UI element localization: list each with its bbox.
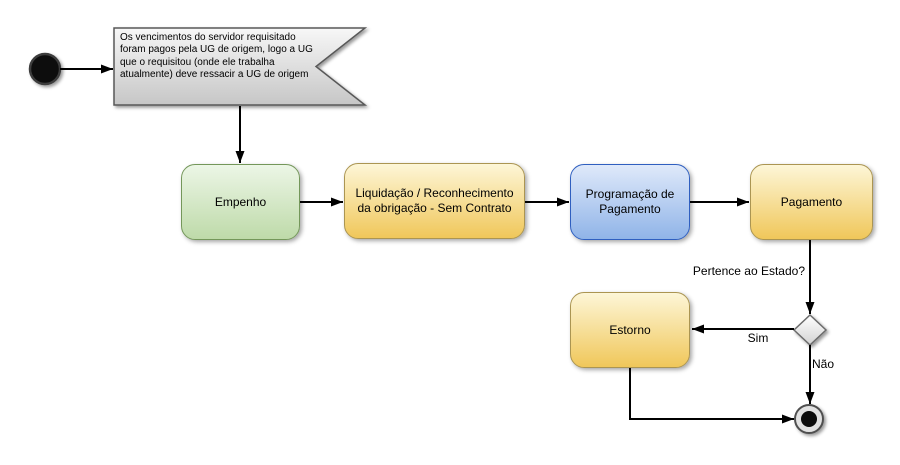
note-text: Os vencimentos do servidor requisitado f…	[120, 32, 313, 81]
edge-estorno-to-end	[629, 368, 794, 424]
decision-yes-label: Sim	[747, 331, 769, 345]
node-programacao-de-pagamento: Programação de Pagamento	[570, 164, 690, 240]
end-node	[794, 404, 824, 434]
decision-diamond	[792, 313, 828, 347]
node-empenho: Empenho	[181, 164, 300, 240]
note-shape	[113, 27, 368, 106]
decision-question-label: Pertence ao Estado?	[692, 264, 805, 278]
node-pagamento: Pagamento	[750, 164, 873, 240]
start-node	[28, 52, 62, 86]
node-liquidacao: Liquidação / Reconhecimento da obrigação…	[344, 163, 525, 239]
decision-no-label: Não	[812, 357, 835, 371]
node-estorno: Estorno	[570, 292, 690, 368]
node-programacao-label: Programação de Pagamento	[585, 187, 675, 216]
node-empenho-label: Empenho	[214, 194, 267, 209]
node-estorno-label: Estorno	[609, 322, 651, 337]
node-pagamento-label: Pagamento	[780, 194, 843, 209]
node-liquidacao-label: Liquidação / Reconhecimento da obrigação…	[355, 186, 514, 215]
